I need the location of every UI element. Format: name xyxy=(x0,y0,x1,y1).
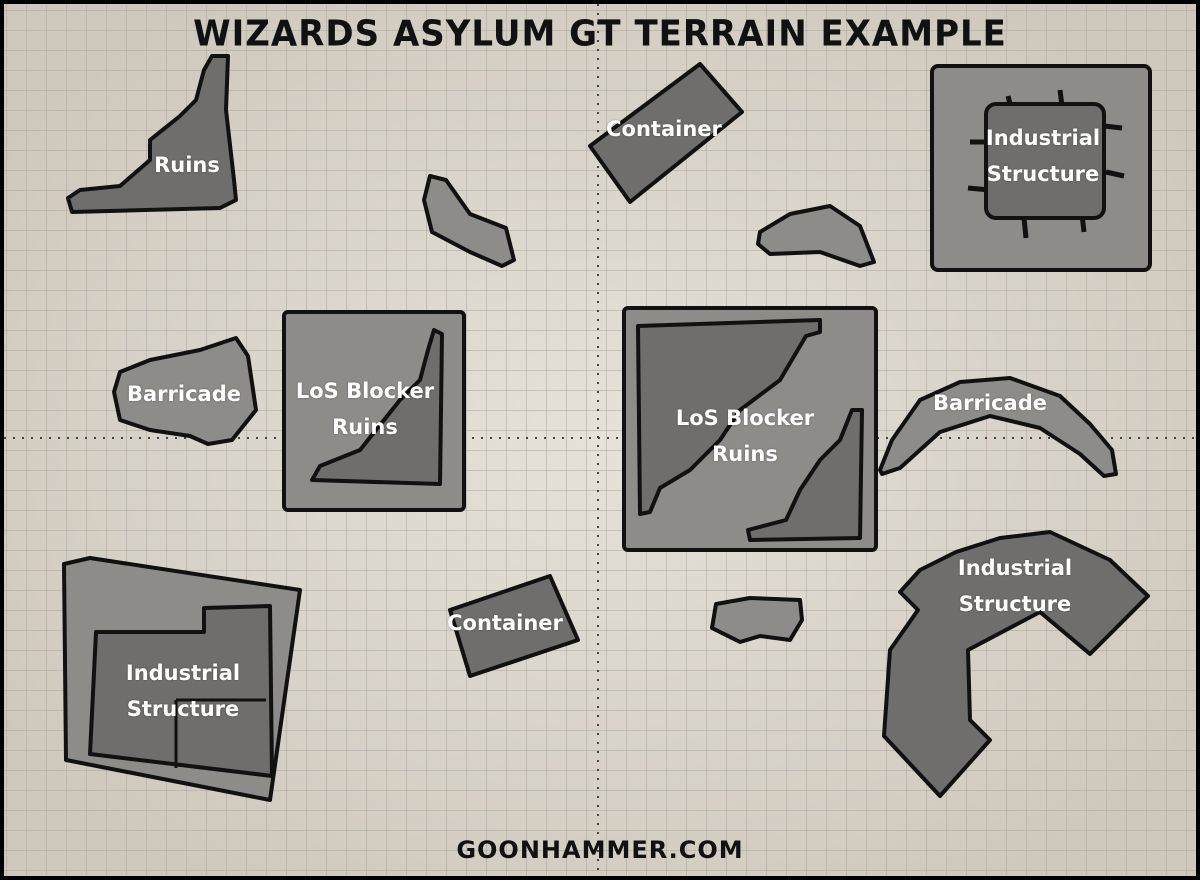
label-barricade-left: Barricade xyxy=(127,382,241,406)
rock-bottom-center xyxy=(710,596,804,644)
barricade-right xyxy=(878,376,1118,478)
ruins-top-left xyxy=(66,54,238,214)
barricade-left xyxy=(112,336,258,446)
site-credit: GOONHAMMER.COM xyxy=(456,836,744,864)
los-blocker-left-ruin xyxy=(310,328,444,486)
label-barricade-right: Barricade xyxy=(933,391,1047,415)
rock-top-right xyxy=(756,204,876,268)
industrial-structure-bottom-right xyxy=(882,530,1150,798)
container-bottom xyxy=(448,574,580,678)
container-top xyxy=(588,62,744,204)
label-ruins: Ruins xyxy=(154,153,220,177)
map-title: WIZARDS ASYLUM GT TERRAIN EXAMPLE xyxy=(193,13,1007,55)
industrial-structure-top-right-building xyxy=(984,102,1106,220)
industrial-structure-bottom-left-building xyxy=(88,604,274,778)
los-blocker-center-ruin-1 xyxy=(636,318,822,516)
rock-top-center xyxy=(422,174,516,268)
label-container-top: Container xyxy=(606,117,722,141)
los-blocker-center-ruin-2 xyxy=(746,408,864,542)
label-container-bottom: Container xyxy=(447,611,563,635)
